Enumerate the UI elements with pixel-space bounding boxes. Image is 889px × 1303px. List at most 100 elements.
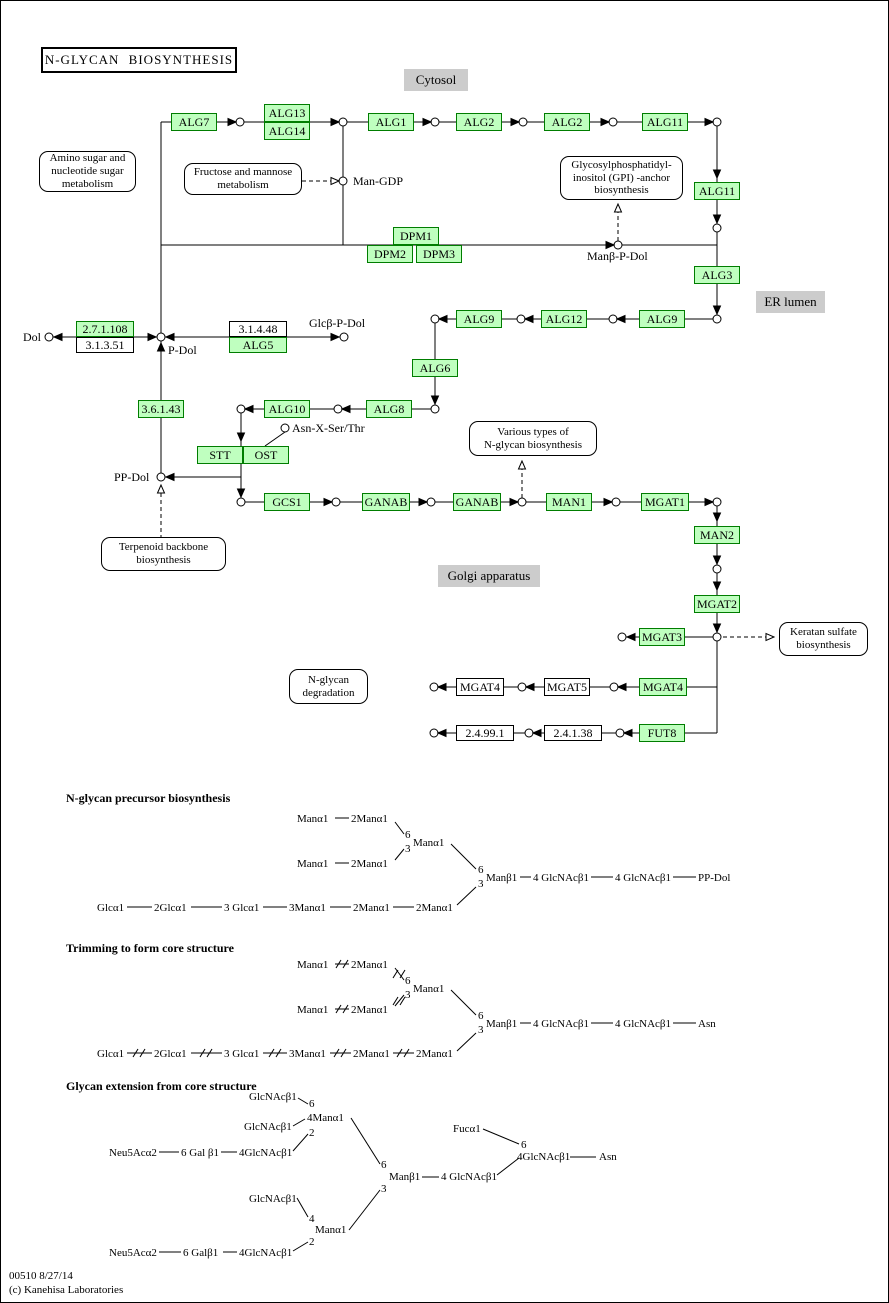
glycan-label: Neu5Acα2 — [109, 1147, 157, 1159]
glycan-label: 6 — [521, 1139, 527, 1151]
map-number: 00510 8/27/14 — [9, 1270, 73, 1282]
pathway-link-glycosylphosphatidyl-inositol-gpi-anchor-biosynthesis[interactable]: Glycosylphosphatidyl-inositol (GPI) -anc… — [560, 156, 683, 200]
arrowhead — [712, 512, 722, 523]
enzyme-box-stt[interactable]: STT — [197, 446, 243, 464]
enzyme-box-alg6[interactable]: ALG6 — [412, 359, 458, 377]
enzyme-box-alg11[interactable]: ALG11 — [642, 113, 688, 131]
compound-circle[interactable] — [712, 632, 722, 642]
arrowhead — [227, 117, 238, 127]
arrowhead — [52, 332, 63, 342]
compound-circle[interactable] — [617, 632, 627, 642]
enzyme-box-mgat1[interactable]: MGAT1 — [641, 493, 689, 511]
enzyme-box-alg13[interactable]: ALG13 — [264, 104, 310, 122]
arrowhead — [430, 395, 440, 406]
enzyme-box-alg14[interactable]: ALG14 — [264, 122, 310, 140]
arrowhead — [340, 404, 351, 414]
enzyme-box-mgat4[interactable]: MGAT4 — [639, 678, 687, 696]
arrowhead — [712, 214, 722, 225]
enzyme-box-alg5[interactable]: ALG5 — [229, 337, 287, 353]
glycan-label: 6 — [478, 1010, 484, 1022]
compound-circle[interactable] — [236, 497, 246, 507]
copyright: (c) Kanehisa Laboratories — [9, 1284, 124, 1296]
arrowhead — [164, 472, 175, 482]
glycan-label: 3Manα1 — [289, 1048, 326, 1060]
enzyme-box-alg9[interactable]: ALG9 — [456, 310, 502, 328]
enzyme-box-ganab[interactable]: GANAB — [362, 493, 410, 511]
enzyme-box-alg8[interactable]: ALG8 — [366, 400, 412, 418]
glycan-label: PP-Dol — [698, 872, 731, 884]
compound-circle[interactable] — [156, 332, 166, 342]
enzyme-box-ost[interactable]: OST — [243, 446, 289, 464]
enzyme-box-alg3[interactable]: ALG3 — [694, 266, 740, 284]
enzyme-box-2-7-1-108[interactable]: 2.7.1.108 — [76, 321, 134, 337]
enzyme-box-2-4-99-1[interactable]: 2.4.99.1 — [456, 725, 514, 741]
enzyme-box-gcs1[interactable]: GCS1 — [264, 493, 310, 511]
glycan-label: 3Manα1 — [289, 902, 326, 914]
arrowhead — [712, 305, 722, 316]
glycan-label: 4 GlcNAcβ1 — [441, 1171, 497, 1183]
enzyme-box-mgat5[interactable]: MGAT5 — [544, 678, 590, 696]
arrowhead — [236, 432, 246, 443]
glycan-label: 2Manα1 — [416, 902, 453, 914]
glycan-label: 2Manα1 — [351, 858, 388, 870]
glycan-label: 4 GlcNAcβ1 — [615, 872, 671, 884]
enzyme-box-alg2[interactable]: ALG2 — [456, 113, 502, 131]
enzyme-box-fut8[interactable]: FUT8 — [639, 724, 685, 742]
enzyme-box-dpm3[interactable]: DPM3 — [416, 245, 462, 263]
enzyme-box-man1[interactable]: MAN1 — [546, 493, 592, 511]
pathway-link-line: biosynthesis — [136, 554, 191, 566]
glycan-label: 3 — [405, 989, 411, 1001]
enzyme-box-alg10[interactable]: ALG10 — [264, 400, 310, 418]
enzyme-box-alg7[interactable]: ALG7 — [171, 113, 217, 131]
enzyme-box-alg12[interactable]: ALG12 — [541, 310, 587, 328]
map-text-label-p-dol: P-Dol — [168, 343, 197, 357]
arrowhead — [704, 497, 715, 507]
pathway-link-line: metabolism — [61, 177, 114, 190]
enzyme-box-3-6-1-43[interactable]: 3.6.1.43 — [138, 400, 184, 418]
map-text-label-dol: Dol — [23, 330, 41, 344]
enzyme-box-alg1[interactable]: ALG1 — [368, 113, 414, 131]
enzyme-box-man2[interactable]: MAN2 — [694, 526, 740, 544]
compound-circle[interactable] — [156, 472, 166, 482]
glycan-label: 2Manα1 — [351, 959, 388, 971]
arrowhead — [156, 341, 166, 352]
enzyme-box-mgat3[interactable]: MGAT3 — [639, 628, 685, 646]
enzyme-box-3-1-3-51[interactable]: 3.1.3.51 — [76, 337, 134, 353]
arrowhead — [437, 314, 448, 324]
compound-circle[interactable] — [280, 423, 290, 433]
enzyme-box-dpm1[interactable]: DPM1 — [393, 227, 439, 245]
compound-circle[interactable] — [712, 223, 722, 233]
enzyme-box-mgat2[interactable]: MGAT2 — [694, 595, 740, 613]
enzyme-box-mgat4[interactable]: MGAT4 — [456, 678, 504, 696]
compound-circle[interactable] — [339, 332, 349, 342]
compound-circle[interactable] — [712, 564, 722, 574]
enzyme-box-dpm2[interactable]: DPM2 — [367, 245, 413, 263]
glycan-label: Manα1 — [297, 1004, 329, 1016]
enzyme-box-alg11[interactable]: ALG11 — [694, 182, 740, 200]
enzyme-box-3-1-4-48[interactable]: 3.1.4.48 — [229, 321, 287, 337]
glycan-label: Manβ1 — [389, 1171, 421, 1183]
section-heading-trimming-to-form-core-structure: Trimming to form core structure — [66, 941, 234, 955]
compound-circle[interactable] — [712, 314, 722, 324]
glycan-label: Fucα1 — [453, 1123, 481, 1135]
enzyme-box-alg9[interactable]: ALG9 — [639, 310, 685, 328]
compound-circle[interactable] — [430, 404, 440, 414]
glycan-label: 3 — [381, 1183, 387, 1195]
pathway-link-line: Terpenoid backbone — [118, 541, 209, 554]
enzyme-box-ganab[interactable]: GANAB — [453, 493, 501, 511]
compartment-label-er-lumen: ER lumen — [756, 291, 825, 313]
compound-circle[interactable] — [44, 332, 54, 342]
glycan-label: 4 — [309, 1213, 315, 1225]
arrowhead — [418, 497, 429, 507]
enzyme-box-2-4-1-38[interactable]: 2.4.1.38 — [544, 725, 602, 741]
enzyme-box-alg2[interactable]: ALG2 — [544, 113, 590, 131]
glycan-label: 6 Galβ1 — [183, 1247, 219, 1259]
glycan-label: 6 Gal β1 — [181, 1147, 219, 1159]
